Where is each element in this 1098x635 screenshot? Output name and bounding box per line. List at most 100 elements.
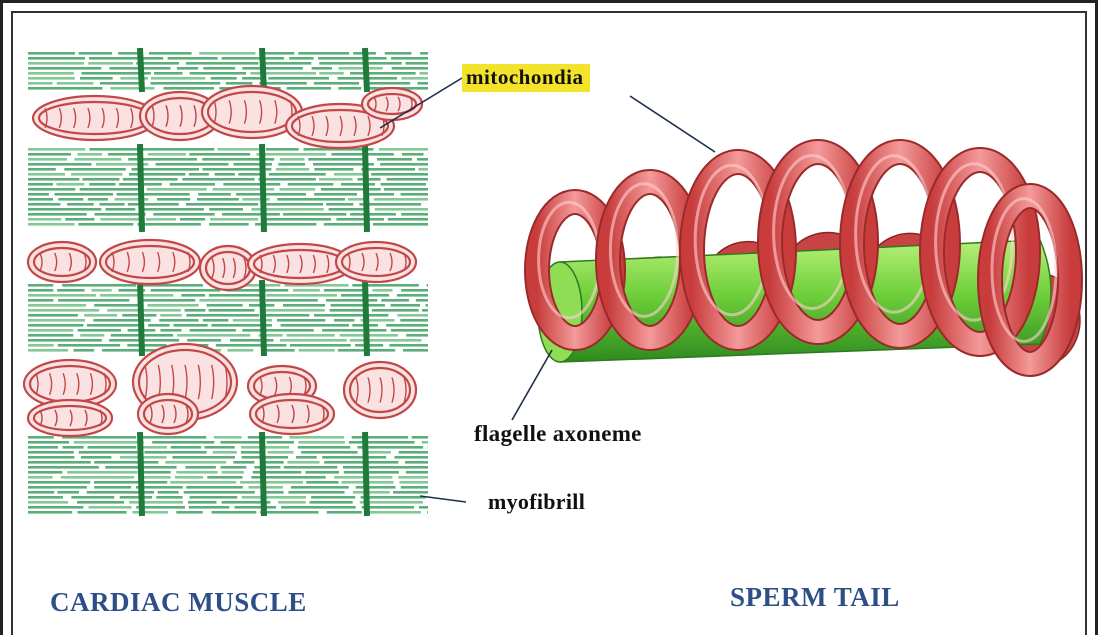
myofibril-strand — [280, 339, 347, 342]
myofibril-strand — [61, 476, 134, 479]
myofibril-strand — [160, 329, 181, 332]
myofibril-strand — [394, 456, 428, 459]
myofibril-strand — [138, 223, 201, 226]
sperm-tail-caption: SPERM TAIL — [730, 582, 900, 613]
myofibril-strand — [56, 183, 84, 186]
myofibril-strand — [367, 82, 410, 85]
myofibril-strand — [209, 208, 243, 211]
z-line — [140, 432, 142, 516]
myofibril-strand — [222, 213, 280, 216]
myofibril-strand — [71, 173, 122, 176]
myofibril-strand — [28, 72, 74, 75]
myofibril-strand — [220, 466, 246, 469]
myofibril-strand — [28, 304, 86, 307]
myofibril-strand — [203, 67, 235, 70]
myofibril-strand — [350, 72, 416, 75]
myofibril-strand — [389, 344, 428, 347]
myofibril-strand — [81, 456, 112, 459]
myofibril-strand — [417, 82, 428, 85]
myofibril-strand — [330, 309, 366, 312]
myofibril-strand — [418, 168, 428, 171]
myofibril-strand — [28, 178, 79, 181]
myofibril-strand — [182, 178, 254, 181]
myofibril-strand — [57, 289, 84, 292]
myofibril-strand — [242, 329, 313, 332]
myofibril-strand — [264, 62, 311, 65]
myofibril-strand — [420, 72, 428, 75]
myofibril-strand — [277, 198, 345, 201]
myofibril-strand — [142, 148, 215, 151]
myofibril-strand — [80, 188, 143, 191]
myofibril-strand — [94, 481, 167, 484]
myofibril-strand — [186, 62, 259, 65]
myofibril-strand — [236, 193, 306, 196]
myofibril-strand — [170, 183, 215, 186]
myofibril-strand — [352, 436, 408, 439]
myofibril-strand — [228, 349, 254, 352]
myofibril-strand — [28, 349, 68, 352]
myofibril-strand — [100, 218, 139, 221]
myofibril-strand — [163, 87, 214, 90]
myofibril-strand — [28, 218, 61, 221]
myofibril-strand — [146, 218, 176, 221]
myofibril-strand — [371, 173, 428, 176]
myofibril-strand — [28, 339, 102, 342]
myofibril-strand — [308, 158, 368, 161]
z-line — [365, 48, 367, 92]
z-line — [365, 432, 367, 516]
myofibril-strand — [57, 82, 94, 85]
myofibril-strand — [265, 218, 331, 221]
myofibril-strand — [120, 496, 152, 499]
cardiac-mitochondria — [24, 86, 422, 436]
myofibril-strand — [176, 511, 202, 514]
myofibril-strand — [278, 163, 305, 166]
myofibril-strand — [28, 183, 53, 186]
myofibril-strand — [368, 511, 421, 514]
myofibril-strand — [341, 183, 375, 186]
myofibril-strand — [28, 506, 83, 509]
myofibril-strand — [142, 471, 170, 474]
myofibril-strand — [350, 213, 396, 216]
myofibril-strand — [28, 158, 67, 161]
myofibril-strand — [361, 168, 415, 171]
myofibril-strand — [147, 188, 207, 191]
myofibril-strand — [129, 501, 183, 504]
myofibril-strand — [319, 178, 352, 181]
myofibril-strand — [314, 193, 357, 196]
myofibril-strand — [393, 491, 428, 494]
myofibril-strand — [28, 329, 73, 332]
mitochondrion — [362, 88, 422, 120]
myofibril-strand — [296, 456, 317, 459]
myofibril-strand — [267, 441, 294, 444]
myofibril-strand — [350, 339, 422, 342]
z-line — [140, 280, 142, 356]
myofibril-strand — [372, 289, 392, 292]
myofibril-strand — [28, 148, 85, 151]
myofibril-strand — [280, 158, 305, 161]
myofibril-strand — [242, 496, 306, 499]
z-line — [365, 280, 367, 356]
myofibril-strand — [314, 314, 388, 317]
myofibril-strand — [298, 446, 350, 449]
myofibril-strand — [283, 304, 325, 307]
myofibril-strand — [397, 294, 428, 297]
myofibril-strand — [336, 218, 384, 221]
myofibril-strand — [230, 339, 273, 342]
myofibril-strand — [209, 223, 249, 226]
myofibril-strand — [184, 491, 255, 494]
myofibril-strand — [58, 344, 120, 347]
myofibril-strand — [153, 213, 214, 216]
myofibril-strand — [141, 476, 171, 479]
myofibril-strand — [361, 496, 426, 499]
myofibril-strand — [79, 52, 112, 55]
myofibril-strand — [28, 471, 62, 474]
myofibril-strand — [291, 486, 349, 489]
myofibril-strand — [28, 501, 68, 504]
myofibril-strand — [369, 62, 402, 65]
myofibril-strand — [344, 471, 399, 474]
myofibril-strand — [326, 299, 377, 302]
myofibril-strand — [254, 466, 280, 469]
myofibril-strand — [324, 461, 398, 464]
myofibril-strand — [276, 168, 309, 171]
myofibril-strand — [338, 87, 361, 90]
